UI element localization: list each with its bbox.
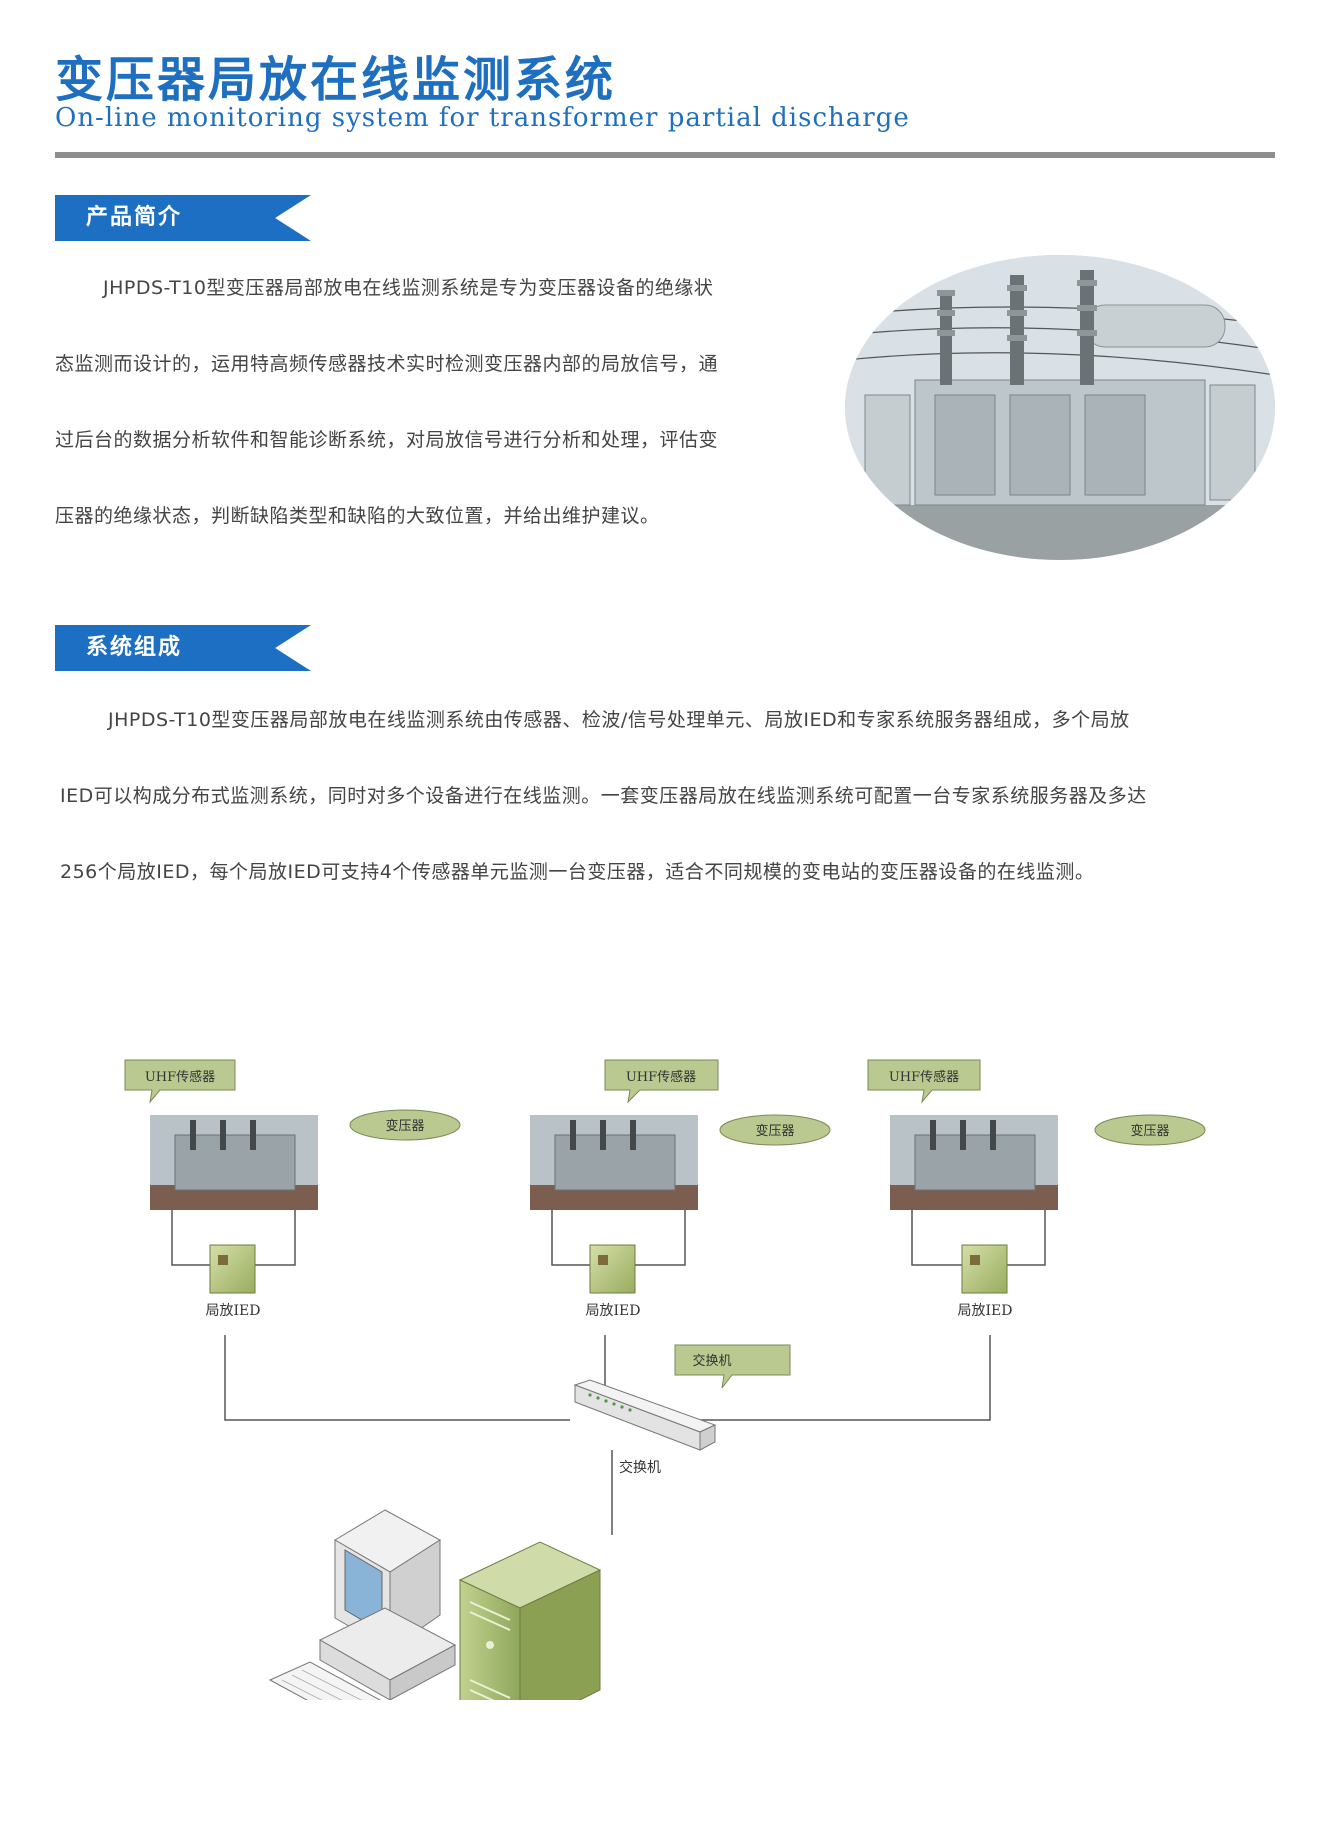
transformer-image (530, 1115, 698, 1210)
transformer-label: 变压器 (755, 1123, 794, 1139)
ied-box (209, 1244, 256, 1294)
transformer-cloud: 变压器 (719, 1114, 831, 1146)
monitoring-unit: UHF传感器 变压器 局放IED (530, 1059, 831, 1319)
transformer-label: 变压器 (1130, 1123, 1169, 1139)
transformer-cloud: 变压器 (1094, 1114, 1206, 1146)
ied-box (961, 1244, 1008, 1294)
ied-label: 局放IED (206, 1303, 261, 1319)
svg-text:交换机: 交换机 (692, 1353, 731, 1369)
composition-paragraph: JHPDS-T10型变压器局部放电在线监测系统由传感器、检波/信号处理单元、局放… (60, 682, 1285, 910)
composition-line: JHPDS-T10型变压器局部放电在线监测系统由传感器、检波/信号处理单元、局放… (108, 709, 1130, 731)
sensor-callout: UHF传感器 (604, 1059, 719, 1104)
intro-line: 压器的绝缘状态，判断缺陷类型和缺陷的大致位置，并给出维护建议。 (55, 505, 660, 527)
network-switch (573, 1379, 717, 1451)
switch-label: 交换机 (619, 1459, 661, 1476)
page-subtitle: On-line monitoring system for transforme… (55, 103, 910, 133)
computer-workstation (268, 1509, 602, 1700)
page-title: 变压器局放在线监测系统 (55, 52, 617, 108)
intro-paragraph: JHPDS-T10型变压器局部放电在线监测系统是专为变压器设备的绝缘状 态监测而… (55, 250, 795, 554)
composition-line: IED可以构成分布式监测系统，同时对多个设备进行在线监测。一套变压器局放在线监测… (60, 785, 1147, 807)
section-banner-intro: 产品简介 (55, 195, 311, 241)
intro-line: 态监测而设计的，运用特高频传感器技术实时检测变压器内部的局放信号，通 (55, 353, 719, 375)
system-diagram: UHF传感器 变压器 局放IED UHF传感器 (124, 1059, 1206, 1700)
sensor-label: UHF传感器 (626, 1069, 696, 1085)
ied-label: 局放IED (586, 1303, 641, 1319)
intro-line: 过后台的数据分析软件和智能诊断系统，对局放信号进行分析和处理，评估变 (55, 429, 719, 451)
sensor-label: UHF传感器 (889, 1069, 959, 1085)
sensor-label: UHF传感器 (145, 1069, 215, 1085)
sensor-callout: UHF传感器 (867, 1059, 981, 1104)
transformer-image (890, 1115, 1058, 1210)
composition-line: 256个局放IED，每个局放IED可支持4个传感器单元监测一台变压器，适合不同规… (60, 861, 1095, 883)
ied-label: 局放IED (958, 1303, 1013, 1319)
transformer-image (150, 1115, 318, 1210)
intro-line: JHPDS-T10型变压器局部放电在线监测系统是专为变压器设备的绝缘状 (103, 277, 714, 299)
ied-box (589, 1244, 636, 1294)
switch-callout: 交换机 (674, 1344, 791, 1389)
transformer-photo (845, 255, 1275, 560)
transformer-label: 变压器 (385, 1118, 424, 1134)
monitoring-unit: UHF传感器 变压器 局放IED (124, 1059, 461, 1319)
sensor-callout: UHF传感器 (124, 1059, 236, 1104)
monitoring-unit: UHF传感器 变压器 局放IED (867, 1059, 1206, 1319)
header-divider (55, 152, 1275, 158)
section-banner-composition: 系统组成 (55, 625, 311, 671)
transformer-cloud: 变压器 (349, 1109, 461, 1141)
